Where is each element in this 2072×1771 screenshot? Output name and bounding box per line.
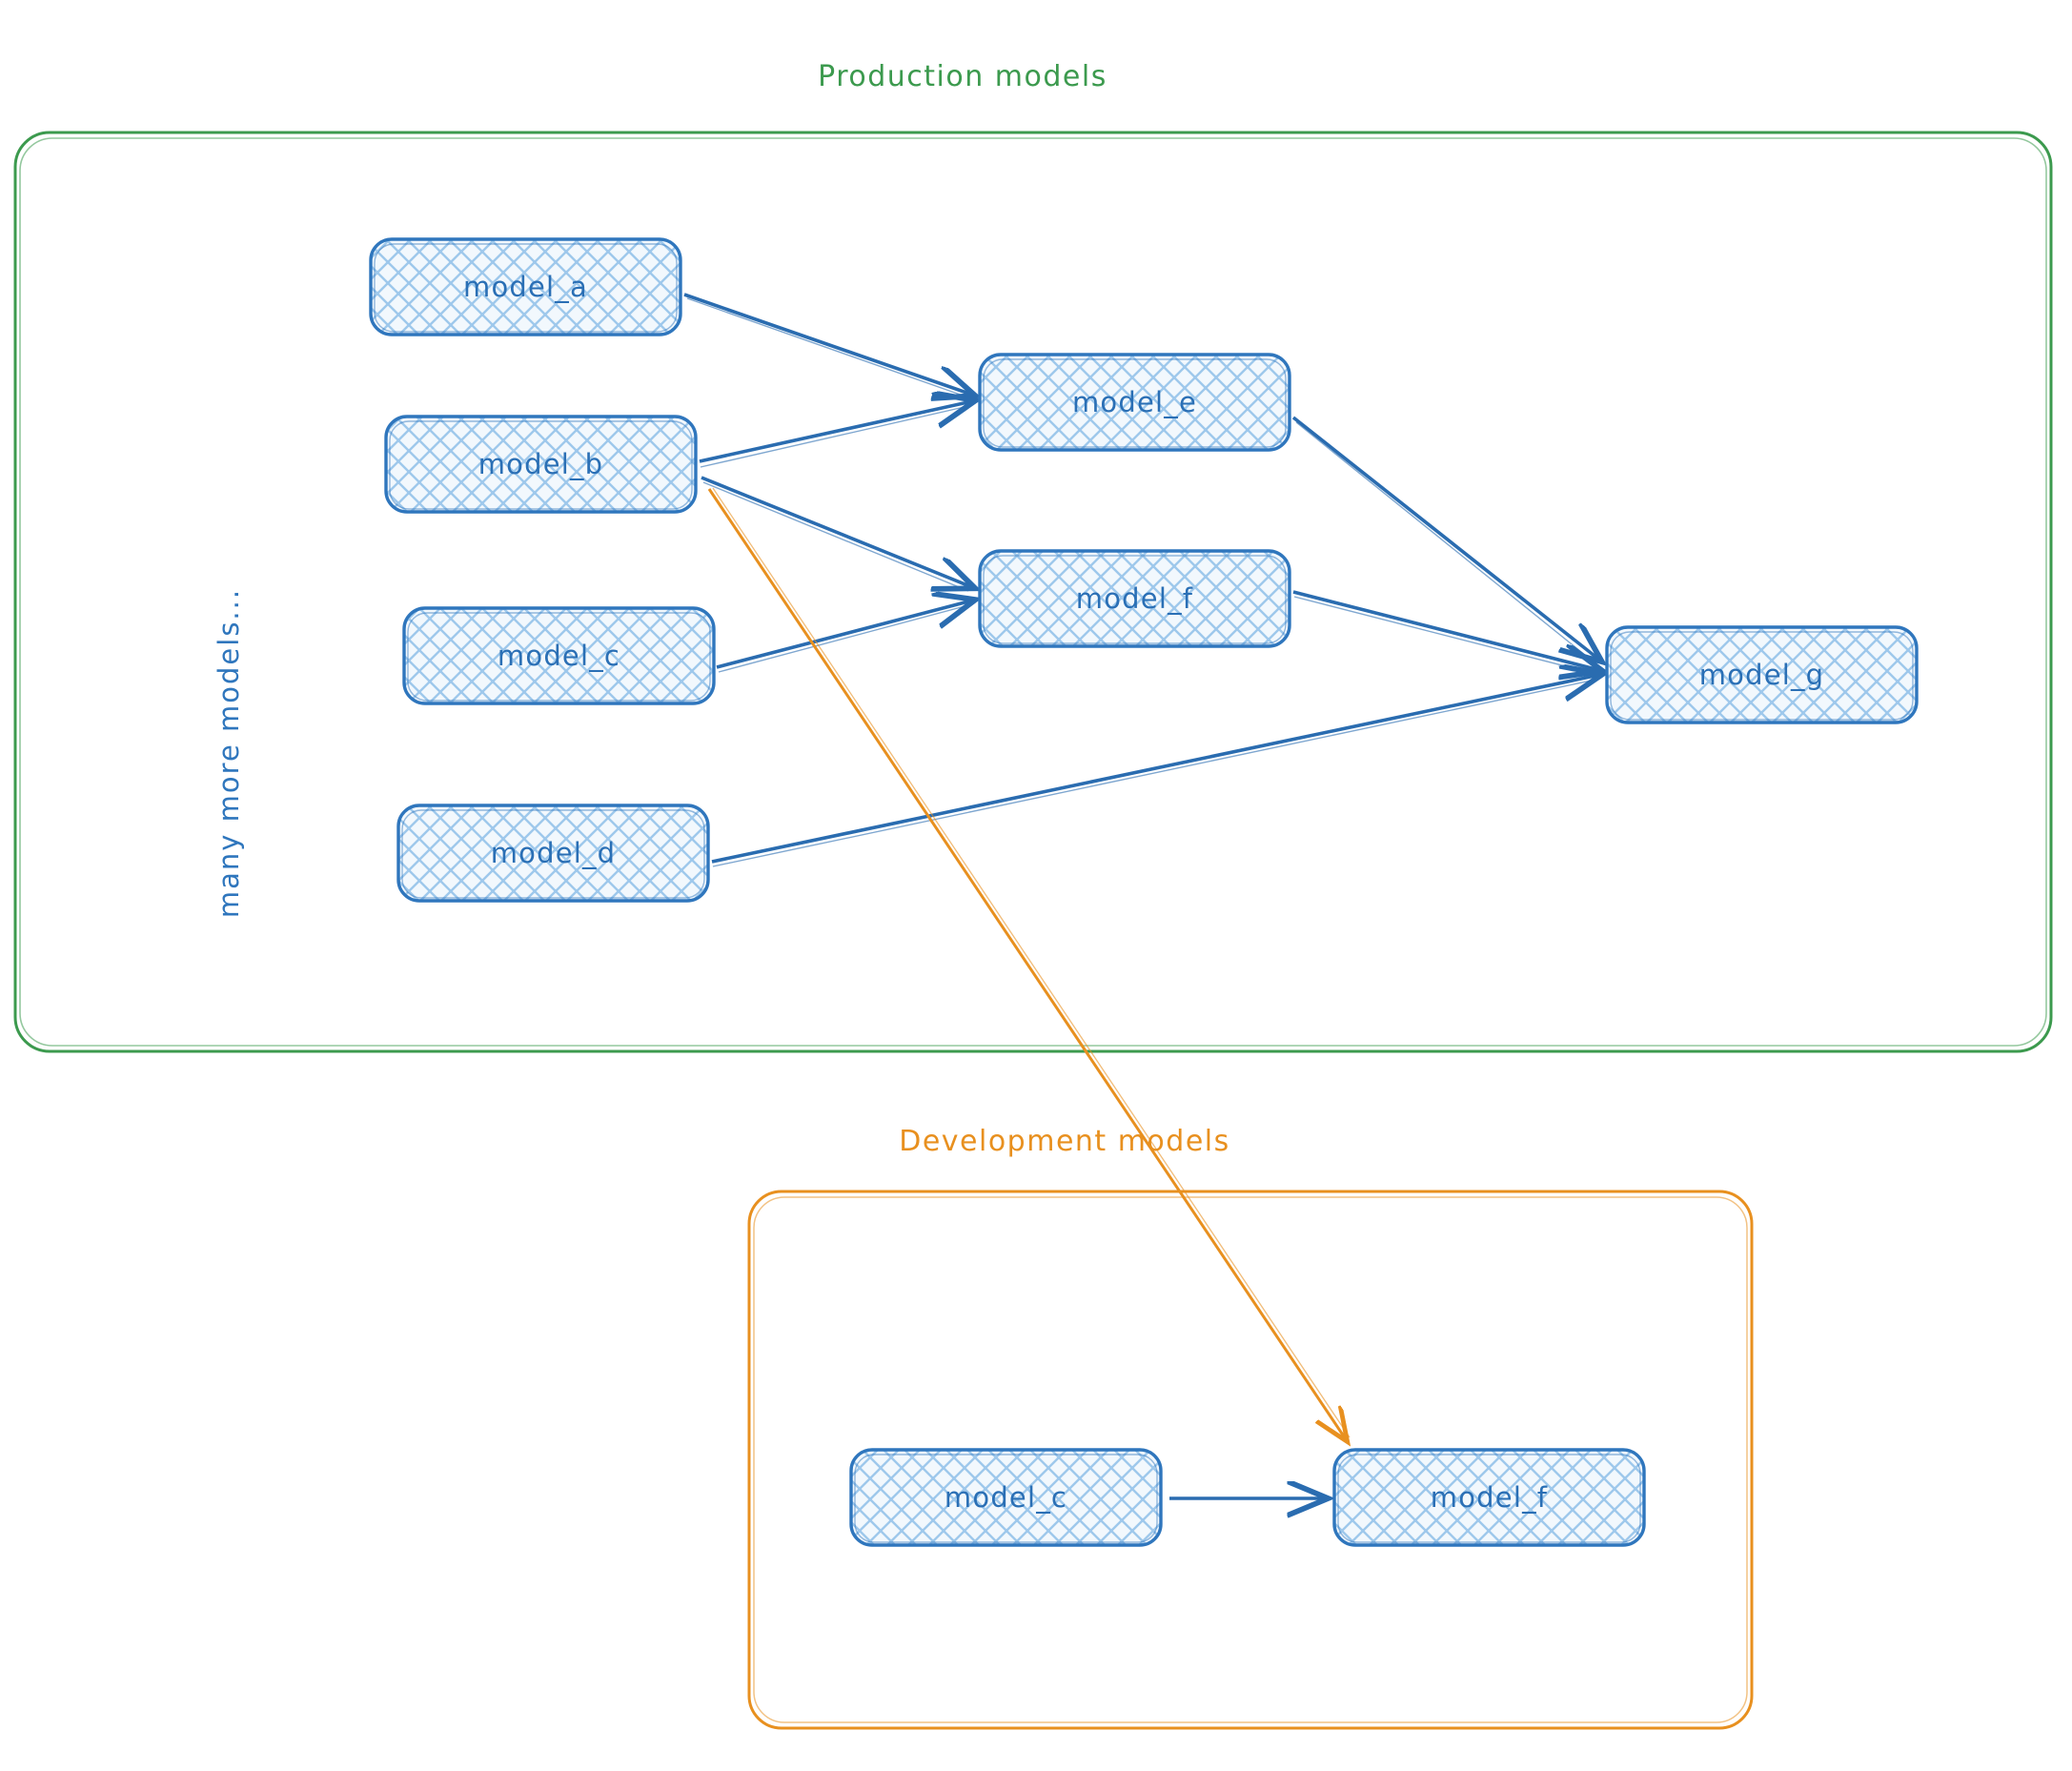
- edge-line-sketch: [1295, 421, 1596, 664]
- node-box-sketch: [407, 612, 711, 702]
- node-label: model_d: [491, 837, 617, 869]
- edge-model-b-to-model-f: [701, 476, 972, 592]
- group-container-production: [13, 131, 2053, 1053]
- edge-line: [716, 601, 972, 669]
- edges-layer: [683, 293, 1599, 1498]
- node-prod-model-g[interactable]: model_g: [1605, 625, 1919, 724]
- node-label: model_f: [1076, 582, 1193, 615]
- edge-line-sketch: [1293, 596, 1596, 675]
- edge-line-sketch: [712, 487, 1351, 1438]
- node-box-sketch: [1610, 631, 1914, 721]
- node-label: model_c: [498, 640, 620, 672]
- node-box[interactable]: [849, 1448, 1163, 1547]
- production-group-border-sketch: [19, 137, 2047, 1047]
- edge-line: [683, 293, 972, 395]
- node-label: model_b: [478, 448, 604, 480]
- development-group-border-sketch: [753, 1196, 1748, 1723]
- development-group-title: Development models: [899, 1125, 1230, 1158]
- node-label: model_e: [1072, 386, 1197, 418]
- edge-model-d-to-model-g: [711, 675, 1599, 867]
- edge-line-sketch: [686, 297, 969, 398]
- group-container-development: [747, 1190, 1754, 1730]
- node-box[interactable]: [978, 353, 1291, 452]
- node-box-sketch: [1337, 1454, 1641, 1543]
- edge-line: [711, 675, 1599, 864]
- edge-model-b-to-model-e: [699, 401, 972, 468]
- edge-line: [701, 476, 972, 587]
- node-prod-model-d[interactable]: model_d: [396, 804, 710, 903]
- edge-line: [699, 401, 972, 463]
- node-box-sketch: [854, 1454, 1158, 1543]
- edge-model-b-to-dev-model-f: [707, 487, 1351, 1439]
- node-prod-model-b[interactable]: model_b: [384, 415, 698, 514]
- node-box-sketch: [389, 420, 693, 510]
- group-containers: [13, 131, 2053, 1730]
- node-box[interactable]: [978, 549, 1291, 648]
- development-group-border: [747, 1190, 1754, 1730]
- node-box[interactable]: [396, 804, 710, 903]
- edge-line-sketch: [702, 481, 969, 592]
- node-box-sketch: [401, 809, 705, 899]
- edge-model-c-to-model-f: [716, 601, 972, 673]
- edge-line-sketch: [718, 604, 969, 673]
- node-prod-model-e[interactable]: model_e: [978, 353, 1291, 452]
- nodes-layer: model_a model_b model_c model_d mode: [369, 237, 1919, 1547]
- node-label: model_g: [1699, 659, 1825, 691]
- node-label: model_c: [945, 1481, 1067, 1514]
- node-label: model_f: [1431, 1481, 1548, 1514]
- edge-model-a-to-model-e: [683, 293, 972, 398]
- node-box[interactable]: [369, 237, 682, 336]
- edge-line: [1291, 416, 1599, 660]
- node-prod-model-c[interactable]: model_c: [402, 606, 716, 705]
- node-box[interactable]: [1332, 1448, 1646, 1547]
- production-group-title: Production models: [818, 60, 1107, 93]
- production-group-border: [13, 131, 2053, 1053]
- edge-model-e-to-model-g: [1291, 416, 1599, 664]
- node-box[interactable]: [1605, 625, 1919, 724]
- edge-line: [707, 488, 1346, 1439]
- edge-line-sketch: [712, 679, 1596, 867]
- edge-line-sketch: [700, 405, 969, 468]
- node-dev-model-c[interactable]: model_c: [849, 1448, 1163, 1547]
- node-box-sketch: [983, 358, 1287, 448]
- node-prod-model-a[interactable]: model_a: [369, 237, 682, 336]
- node-box-sketch: [983, 555, 1287, 644]
- node-dev-model-f[interactable]: model_f: [1332, 1448, 1646, 1547]
- node-prod-model-f[interactable]: model_f: [978, 549, 1291, 648]
- node-box[interactable]: [384, 415, 698, 514]
- node-box[interactable]: [402, 606, 716, 705]
- node-label: model_a: [463, 271, 588, 303]
- many-more-models-note: many more models...: [213, 588, 245, 918]
- node-box-sketch: [374, 243, 678, 333]
- edge-model-f-to-model-g: [1292, 590, 1599, 675]
- edge-line: [1292, 590, 1599, 670]
